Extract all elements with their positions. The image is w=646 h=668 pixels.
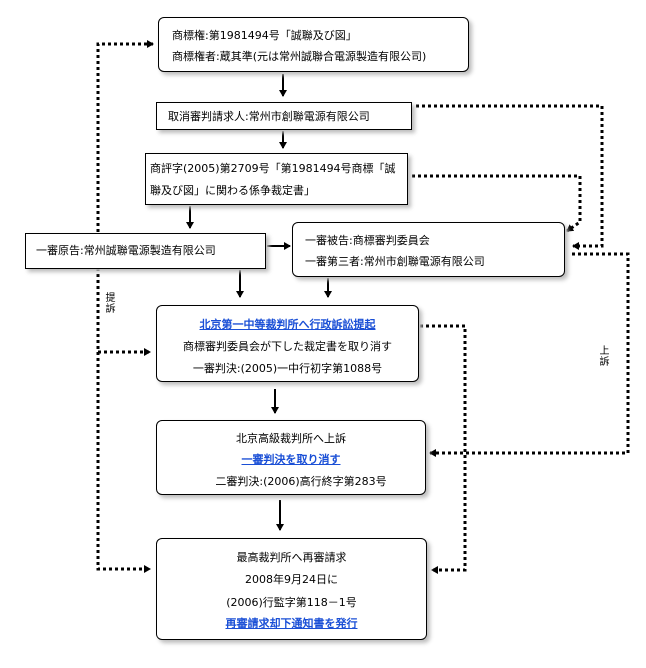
supreme-box: 最高裁判所へ再審請求 2008年9月24日に (2006)行監字第118－1号 … [156, 538, 427, 640]
first-instance-box: 北京第一中等裁判所へ行政訴訟提起 商標審判委員会が下した裁定書を取り消す 一審判… [156, 305, 419, 382]
supreme-line1: 最高裁判所へ再審請求 [157, 551, 426, 565]
decision-box: 商評字(2005)第2709号「第1981494号商標「誠 聯及び図」に関わる係… [145, 153, 408, 205]
trademark-box: 商標権:第1981494号「誠聯及び図」 商標権者:蔵其準(元は常州誠聯合電源製… [158, 17, 469, 72]
decision-line1: 商評字(2005)第2709号「第1981494号商標「誠 [150, 162, 396, 176]
sue-label: 提訴 [103, 292, 114, 314]
first-instance-line3: 一審判決:(2005)一中行初字第1088号 [157, 362, 418, 376]
plaintiff-line1: 一審原告:常州誠聯電源製造有限公司 [36, 244, 216, 258]
supreme-line2: 2008年9月24日に [157, 573, 426, 587]
dotted-plaintiff-supreme [98, 352, 150, 569]
appeal-line3: 二審判決:(2006)高行終字第283号 [157, 475, 425, 489]
cancel-request-line1: 取消審判請求人:常州市創聯電源有限公司 [168, 110, 370, 124]
plaintiff-box: 一審原告:常州誠聯電源製造有限公司 [25, 233, 266, 269]
first-instance-line2: 商標審判委員会が下した裁定書を取り消す [157, 340, 418, 354]
appeal-label: 上訴 [597, 345, 608, 367]
dotted-first-supreme [420, 326, 465, 570]
appeal-box: 北京高級裁判所へ上訴 一審判決を取り消す 二審判決:(2006)高行終字第283… [156, 420, 426, 495]
supreme-link[interactable]: 再審請求却下通知書を発行 [226, 617, 358, 630]
appeal-link[interactable]: 一審判決を取り消す [242, 453, 341, 466]
defendant-line2: 一審第三者:常州市創聯電源有限公司 [305, 255, 485, 269]
appeal-line1: 北京高級裁判所へ上訴 [157, 432, 425, 446]
trademark-line1: 商標権:第1981494号「誠聯及び図」 [172, 29, 357, 43]
defendant-box: 一審被告:商標審判委員会 一審第三者:常州市創聯電源有限公司 [292, 222, 565, 277]
defendant-line1: 一審被告:商標審判委員会 [305, 234, 430, 248]
supreme-line3: (2006)行監字第118－1号 [157, 596, 426, 610]
decision-line2: 聯及び図」に関わる係争裁定書」 [150, 184, 315, 198]
trademark-line2: 商標権者:蔵其準(元は常州誠聯合電源製造有限公司) [172, 50, 426, 64]
first-instance-link[interactable]: 北京第一中等裁判所へ行政訴訟提起 [200, 318, 376, 331]
cancel-request-box: 取消審判請求人:常州市創聯電源有限公司 [156, 102, 412, 130]
